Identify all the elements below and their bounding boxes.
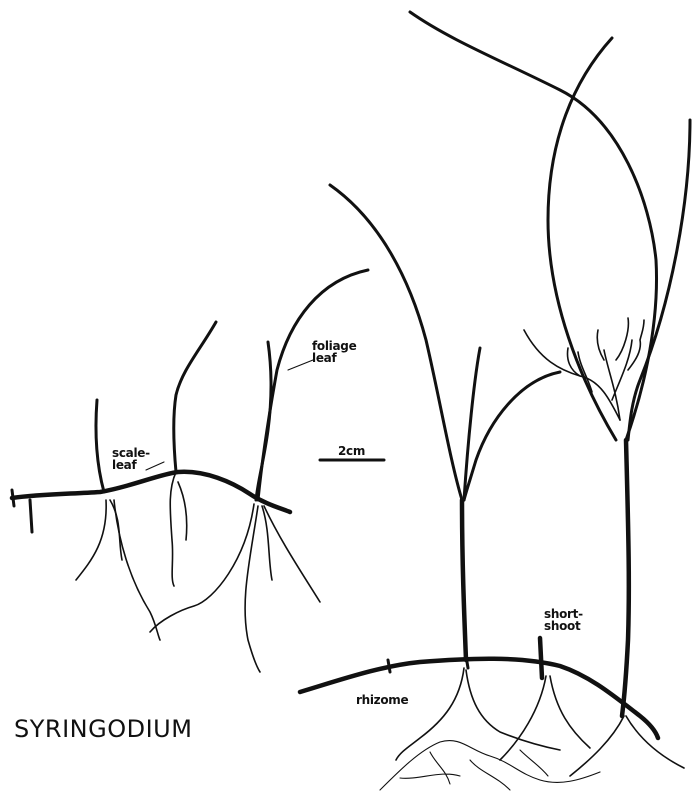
- left-plant: [12, 270, 368, 672]
- right-root-4: [550, 676, 590, 748]
- left-root-4: [178, 482, 187, 540]
- right-leaf-4: [410, 12, 657, 440]
- short-shoot-stem: [540, 638, 542, 678]
- right-root-3: [500, 676, 546, 760]
- scale-leaf-label: scale- leaf: [112, 447, 150, 471]
- right-leaf-3: [464, 372, 560, 500]
- right-rhizome: [300, 659, 658, 738]
- figure-title: SYRINGODIUM: [14, 715, 192, 743]
- left-root-8: [262, 506, 272, 580]
- right-root-1: [396, 668, 464, 760]
- right-root-6: [626, 716, 684, 768]
- right-leaf-6: [628, 120, 690, 440]
- right-plant: [300, 12, 690, 790]
- left-rhizome: [12, 472, 290, 512]
- left-leaf-3: [258, 270, 368, 500]
- right-root-tangle: [380, 741, 600, 790]
- right-root-2: [466, 670, 560, 750]
- scale-bar-label: 2cm: [338, 445, 365, 457]
- left-leaf-4: [256, 342, 271, 500]
- rhizome-label: rhizome: [356, 694, 408, 706]
- left-root-2: [114, 500, 160, 640]
- left-leaf-1: [96, 400, 104, 492]
- right-leaf-5: [548, 38, 616, 440]
- left-root-6: [245, 506, 260, 672]
- left-root-3: [110, 500, 122, 560]
- right-stem-1: [462, 500, 466, 660]
- right-stem-2: [622, 440, 629, 716]
- foliage-leaf-label: foliage leaf: [312, 340, 356, 364]
- left-leaf-5: [170, 472, 176, 586]
- left-root-1: [76, 500, 106, 580]
- short-shoot-label: short- shoot: [544, 608, 583, 632]
- foliage-leaf-pointer: [288, 360, 313, 370]
- left-leaf-2: [174, 322, 216, 472]
- right-root-5: [570, 716, 624, 776]
- left-root-7: [264, 506, 320, 602]
- left-root-5: [150, 504, 254, 632]
